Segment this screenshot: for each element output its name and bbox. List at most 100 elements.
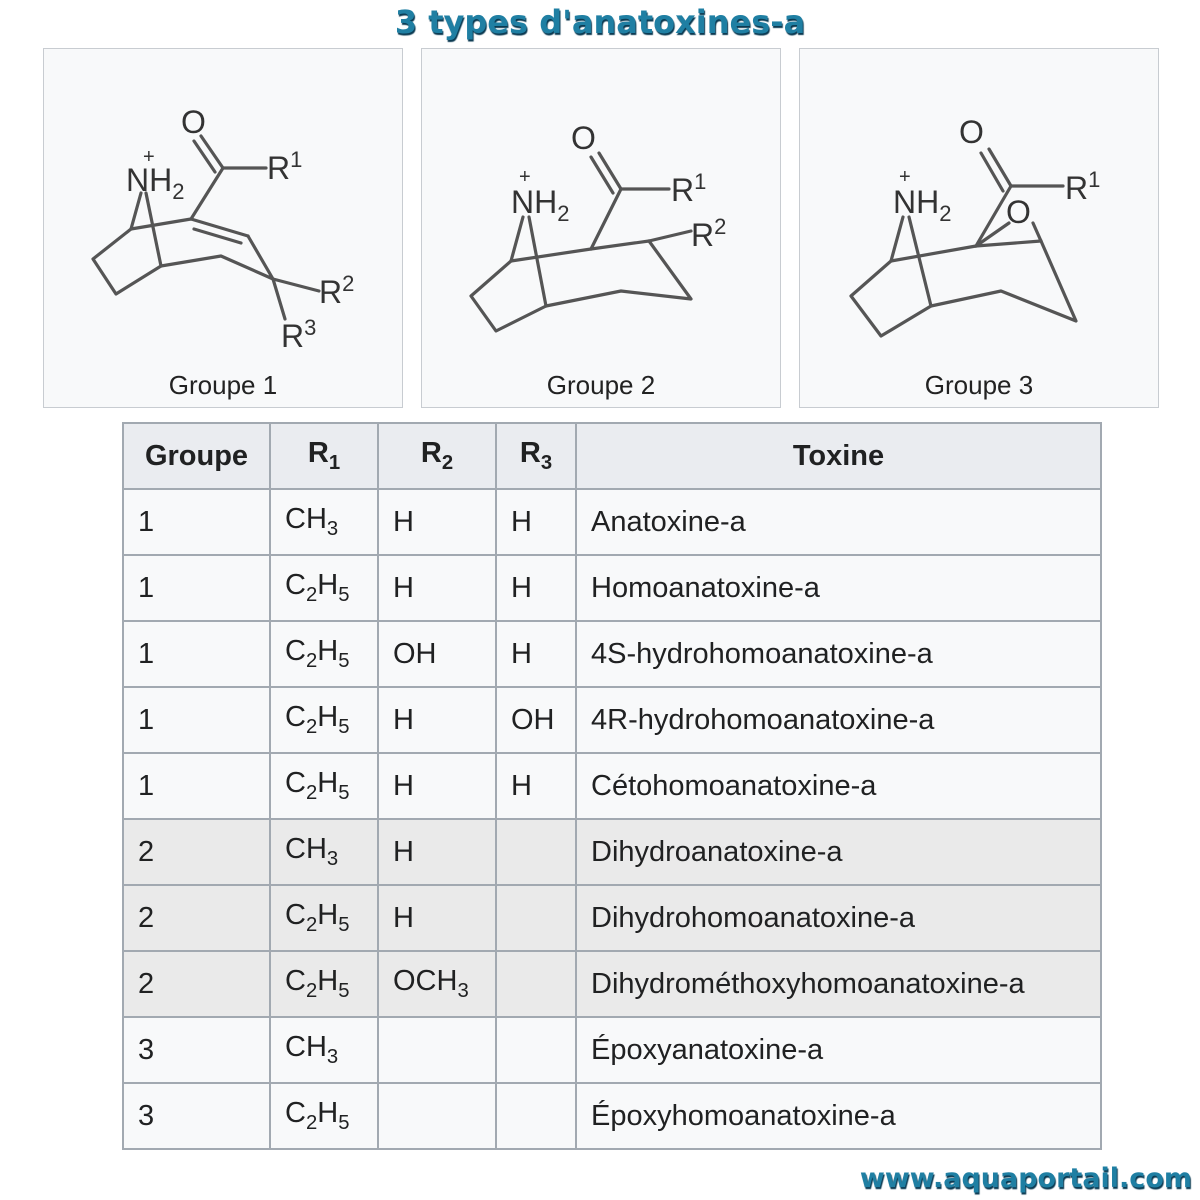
formula-part: CH xyxy=(285,1030,327,1063)
subscript: 5 xyxy=(338,716,350,739)
cell-r2: H xyxy=(377,752,497,820)
column-header-r3: R3 xyxy=(495,422,577,490)
structure-panel-group-2: O + NH2 R1 R2 Groupe 2 xyxy=(421,48,781,408)
cell-toxin: Dihydroanatoxine-a xyxy=(575,818,1102,886)
r1-label: R1 xyxy=(267,147,302,186)
subscript: 2 xyxy=(441,452,454,475)
r1-label: R1 xyxy=(671,169,706,208)
charge-label: + xyxy=(143,146,155,168)
formula-part: H xyxy=(393,901,414,934)
cell-group: 1 xyxy=(122,554,271,622)
structure-panel-group-3: O O + NH2 R1 Groupe 3 xyxy=(799,48,1159,408)
formula-part: H xyxy=(317,700,339,733)
cell-toxin: Cétohomoanatoxine-a xyxy=(575,752,1102,820)
structure-panel-group-1: O + NH2 R1 R2 R3 Groupe 1 xyxy=(43,48,403,408)
formula-part: H xyxy=(393,571,414,604)
cell-r1: C2H5 xyxy=(269,686,379,754)
subscript: 3 xyxy=(326,1046,339,1069)
charge-label: + xyxy=(519,166,531,188)
cell-r3 xyxy=(495,818,577,886)
watermark: www.aquaportail.com xyxy=(859,1163,1192,1194)
subscript: 2 xyxy=(305,716,318,739)
cell-r2 xyxy=(377,1016,497,1084)
cell-r2: H xyxy=(377,686,497,754)
epoxide-oxygen-label: O xyxy=(1006,194,1031,230)
formula-part: H xyxy=(511,571,532,604)
formula-part: C xyxy=(285,634,306,667)
formula-part: C xyxy=(285,700,306,733)
formula-part: R xyxy=(307,436,329,469)
subscript: 3 xyxy=(540,452,553,475)
cell-group: 1 xyxy=(122,620,271,688)
cell-r3 xyxy=(495,884,577,952)
subscript: 2 xyxy=(305,980,318,1003)
formula-part: H xyxy=(393,703,414,736)
cell-toxin: Anatoxine-a xyxy=(575,488,1102,556)
formula-part: H xyxy=(511,505,532,538)
formula-part: H xyxy=(317,634,339,667)
cell-r2: OCH3 xyxy=(377,950,497,1018)
oxygen-label: O xyxy=(181,104,206,140)
cell-r1: C2H5 xyxy=(269,950,379,1018)
formula-part: H xyxy=(317,964,339,997)
subscript: 1 xyxy=(328,452,341,475)
cell-r2: H xyxy=(377,488,497,556)
subscript: 3 xyxy=(326,518,339,541)
cell-r2 xyxy=(377,1082,497,1150)
column-header-r2: R2 xyxy=(377,422,497,490)
cell-r1: CH3 xyxy=(269,1016,379,1084)
formula-part: C xyxy=(285,568,306,601)
cell-r1: C2H5 xyxy=(269,554,379,622)
cell-group: 1 xyxy=(122,686,271,754)
cell-r1: CH3 xyxy=(269,818,379,886)
cell-r1: C2H5 xyxy=(269,752,379,820)
group-3-structure-diagram: O O + NH2 R1 xyxy=(849,114,1100,338)
formula-part: H xyxy=(511,637,532,670)
cell-r2: H xyxy=(377,554,497,622)
column-header-toxin: Toxine xyxy=(575,422,1102,490)
amine-label: NH2 xyxy=(893,184,951,226)
cell-r2: H xyxy=(377,818,497,886)
subscript: 5 xyxy=(338,1112,350,1135)
r1-label: R1 xyxy=(1065,167,1100,206)
cell-group: 3 xyxy=(122,1016,271,1084)
formula-part: C xyxy=(285,898,306,931)
formula-part: R xyxy=(420,436,442,469)
subscript: 3 xyxy=(457,980,469,1003)
structure-caption: Groupe 1 xyxy=(168,370,278,400)
cell-r3: H xyxy=(495,620,577,688)
formula-part: CH xyxy=(285,502,327,535)
subscript: 5 xyxy=(338,584,350,607)
structure-caption: Groupe 3 xyxy=(924,370,1034,400)
column-header-r1: R1 xyxy=(269,422,379,490)
cell-toxin: 4R-hydrohomoanatoxine-a xyxy=(575,686,1102,754)
amine-label: NH2 xyxy=(126,162,184,204)
amine-label: NH2 xyxy=(511,184,569,226)
subscript: 2 xyxy=(305,1112,318,1135)
structure-caption: Groupe 2 xyxy=(546,370,656,400)
subscript: 2 xyxy=(305,584,318,607)
cell-r3: H xyxy=(495,752,577,820)
charge-label: + xyxy=(899,166,911,188)
cell-toxin: Époxyanatoxine-a xyxy=(575,1016,1102,1084)
formula-part: H xyxy=(317,568,339,601)
cell-r3: OH xyxy=(495,686,577,754)
cell-group: 1 xyxy=(122,752,271,820)
oxygen-label: O xyxy=(571,120,596,156)
formula-part: H xyxy=(317,898,339,931)
formula-part: H xyxy=(511,769,532,802)
cell-r3 xyxy=(495,1016,577,1084)
cell-r3: H xyxy=(495,554,577,622)
formula-part: R xyxy=(519,436,541,469)
formula-part: H xyxy=(393,769,414,802)
subscript: 2 xyxy=(305,914,318,937)
